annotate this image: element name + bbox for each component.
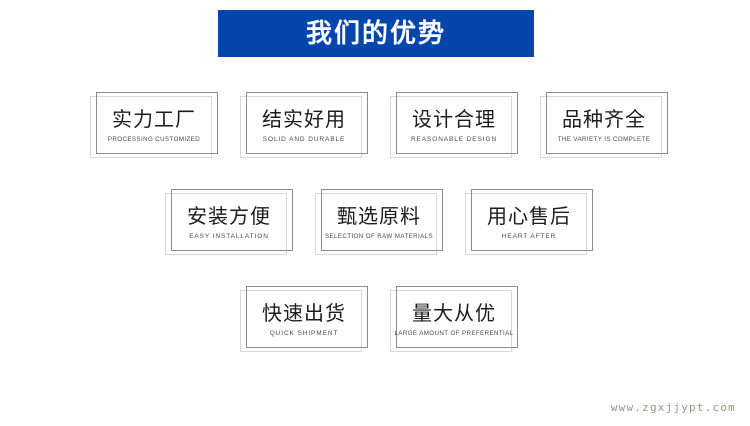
- card-title-cn: 设计合理: [412, 106, 496, 131]
- card-frame-back: [240, 96, 362, 158]
- card-title-cn: 量大从优: [412, 300, 496, 325]
- page-title-banner: 我们的优势: [218, 10, 534, 57]
- advantage-card: 安装方便 EASY INSTALLATION: [165, 189, 293, 255]
- card-content: 量大从优 LARGE AMOUNT OF PREFERENTIAL: [390, 286, 518, 352]
- advantage-row-1: 实力工厂 PROCESSING CUSTOMIZED 结实好用 SOLID AND D…: [90, 92, 668, 158]
- advantage-row-3: 快速出货 QUICK SHIPMENT 量大从优 LARGE AMOUNT OF PR…: [240, 286, 518, 352]
- card-title-cn: 甄选原料: [337, 203, 421, 228]
- card-subtitle-en: HEART AFTER: [501, 232, 557, 240]
- card-content: 实力工厂 PROCESSING CUSTOMIZED: [90, 92, 218, 158]
- card-frame-front: [471, 189, 593, 251]
- card-frame-front: [246, 92, 368, 154]
- advantage-card: 设计合理 REASONABLE DESIGN: [390, 92, 518, 158]
- card-content: 安装方便 EASY INSTALLATION: [165, 189, 293, 255]
- card-content: 甄选原料 SELECTION OF RAW MATERIALS: [315, 189, 443, 255]
- card-title-cn: 品种齐全: [562, 106, 646, 131]
- card-frame-front: [396, 286, 518, 348]
- card-title-cn: 用心售后: [487, 203, 571, 228]
- card-content: 设计合理 REASONABLE DESIGN: [390, 92, 518, 158]
- advantage-card: 快速出货 QUICK SHIPMENT: [240, 286, 368, 352]
- advantage-card: 量大从优 LARGE AMOUNT OF PREFERENTIAL: [390, 286, 518, 352]
- card-frame-back: [240, 290, 362, 352]
- card-frame-back: [540, 96, 662, 158]
- card-title-cn: 安装方便: [187, 203, 271, 228]
- advantage-card: 结实好用 SOLID AND DURABLE: [240, 92, 368, 158]
- card-frame-back: [315, 193, 437, 255]
- card-frame-back: [390, 96, 512, 158]
- card-title-cn: 实力工厂: [112, 106, 196, 131]
- card-subtitle-en: SOLID AND DURABLE: [262, 135, 346, 143]
- card-frame-back: [390, 290, 512, 352]
- card-content: 结实好用 SOLID AND DURABLE: [240, 92, 368, 158]
- card-subtitle-en: PROCESSING CUSTOMIZED: [107, 135, 201, 143]
- card-frame-back: [90, 96, 212, 158]
- card-title-cn: 结实好用: [262, 106, 346, 131]
- card-subtitle-en: QUICK SHIPMENT: [269, 329, 339, 337]
- card-frame-front: [246, 286, 368, 348]
- card-title-cn: 快速出货: [262, 300, 346, 325]
- card-frame-front: [171, 189, 293, 251]
- card-subtitle-en: LARGE AMOUNT OF PREFERENTIAL: [394, 329, 514, 337]
- advantage-card: 甄选原料 SELECTION OF RAW MATERIALS: [315, 189, 443, 255]
- card-frame-back: [465, 193, 587, 255]
- card-subtitle-en: REASONABLE DESIGN: [410, 135, 498, 143]
- card-subtitle-en: SELECTION OF RAW MATERIALS: [324, 232, 434, 240]
- site-watermark: www.zgxjjypt.com: [610, 401, 736, 414]
- advantage-row-2: 安装方便 EASY INSTALLATION 甄选原料 SELECTION OF RA…: [165, 189, 593, 255]
- card-frame-front: [396, 92, 518, 154]
- advantage-card: 用心售后 HEART AFTER: [465, 189, 593, 255]
- card-content: 快速出货 QUICK SHIPMENT: [240, 286, 368, 352]
- card-frame-front: [546, 92, 668, 154]
- card-frame-front: [96, 92, 218, 154]
- advantage-card: 实力工厂 PROCESSING CUSTOMIZED: [90, 92, 218, 158]
- card-frame-back: [165, 193, 287, 255]
- card-content: 用心售后 HEART AFTER: [465, 189, 593, 255]
- card-subtitle-en: THE VARIETY IS COMPLETE: [557, 135, 651, 143]
- card-frame-front: [321, 189, 443, 251]
- page-title: 我们的优势: [305, 18, 446, 49]
- advantage-card: 品种齐全 THE VARIETY IS COMPLETE: [540, 92, 668, 158]
- card-subtitle-en: EASY INSTALLATION: [189, 232, 269, 240]
- card-content: 品种齐全 THE VARIETY IS COMPLETE: [540, 92, 668, 158]
